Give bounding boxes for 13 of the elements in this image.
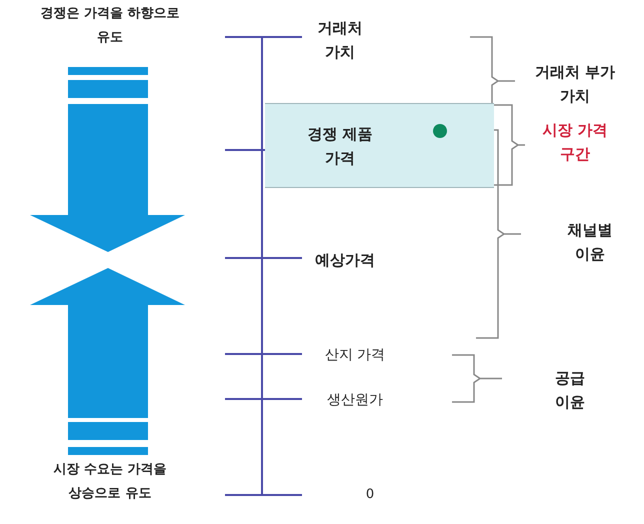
price-label: 0 — [364, 486, 376, 504]
price-label: 산지 가격 — [324, 346, 386, 365]
brace-label: 공급 이윤 — [554, 368, 586, 413]
price-label: 예상가격 — [314, 250, 376, 271]
price-label: 거래처 가치 — [316, 18, 364, 63]
note-text: 시장 수요는 가격을 상승으로 유도 — [52, 461, 168, 503]
brace-label: 시장 가격 구간 — [541, 120, 609, 165]
price-band — [265, 103, 494, 188]
note-text: 경쟁은 가격을 하향으로 유도 — [40, 5, 180, 47]
brace-label: 채널별 이윤 — [566, 220, 614, 265]
brace-label: 거래처 부가 가치 — [534, 62, 616, 107]
price-label: 생산원가 — [326, 391, 384, 410]
price-label: 경쟁 제품 가격 — [306, 124, 374, 169]
